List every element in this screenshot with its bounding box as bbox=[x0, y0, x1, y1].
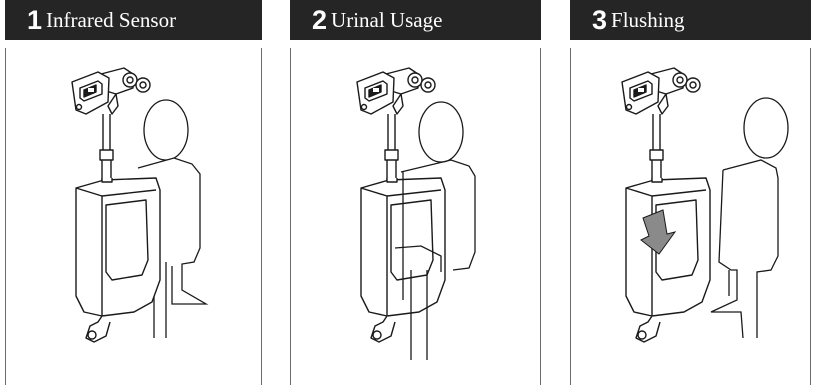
step-panel-3: 3 Flushing bbox=[570, 0, 811, 385]
person-head bbox=[744, 98, 788, 158]
person-head bbox=[144, 100, 188, 160]
step-header: 2 Urinal Usage bbox=[290, 0, 541, 40]
flushing-illustration bbox=[571, 48, 812, 385]
step-number: 2 bbox=[312, 7, 327, 34]
step-title: Flushing bbox=[611, 10, 685, 31]
urinal-usage-illustration bbox=[291, 48, 542, 385]
illustration-frame bbox=[290, 48, 541, 385]
step-header: 3 Flushing bbox=[570, 0, 811, 40]
person-head bbox=[419, 102, 463, 162]
infrared-sensor-illustration bbox=[6, 48, 263, 385]
step-panel-1: 1 Infrared Sensor bbox=[5, 0, 262, 385]
step-title: Urinal Usage bbox=[331, 10, 442, 31]
person-body bbox=[723, 160, 778, 338]
step-title: Infrared Sensor bbox=[46, 10, 176, 31]
step-header: 1 Infrared Sensor bbox=[5, 0, 262, 40]
step-number: 3 bbox=[592, 7, 607, 34]
illustration-frame bbox=[5, 48, 262, 385]
step-number: 1 bbox=[27, 7, 42, 34]
step-panel-2: 2 Urinal Usage bbox=[290, 0, 541, 385]
illustration-frame bbox=[570, 48, 811, 385]
